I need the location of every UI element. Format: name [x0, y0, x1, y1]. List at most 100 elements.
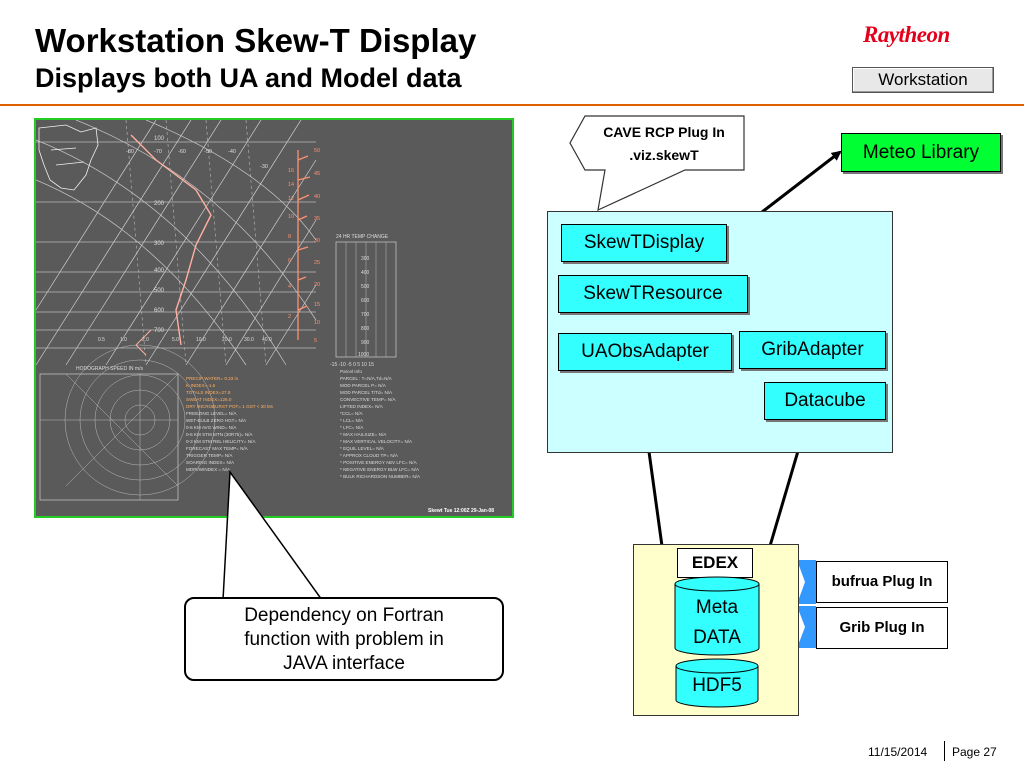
stability-params-left: PRECIP WATER= 0.33 in K-INDEX=-1.6 TOTAL…	[186, 376, 274, 472]
param-line: * MAX HAILSIZE= N/A	[340, 432, 387, 437]
km-tick: 16	[288, 168, 294, 174]
slide-title: Workstation Skew-T Display	[35, 22, 477, 59]
edex-label: EDEX	[677, 548, 753, 578]
param-line: FREEZING LEVEL= N/A	[186, 411, 237, 416]
km-tick: 10	[288, 214, 294, 220]
mixing-ratio-tick: 1.0	[120, 337, 127, 343]
param-line: SOARING INDEX= N/A	[186, 460, 235, 465]
mixing-ratio-tick: 10.0	[196, 337, 206, 343]
height-tick: 35	[314, 216, 320, 222]
workstation-badge: Workstation	[852, 67, 994, 93]
temp-tick: -80	[126, 149, 134, 155]
pressure-tick: 700	[154, 328, 165, 334]
param-line: 0-6 KM STM MTN (30R75)= N/A	[186, 432, 253, 437]
dependency-callout: Dependency on Fortran function with prob…	[184, 597, 504, 681]
pressure-tick: 300	[154, 241, 165, 247]
hdf5-label: HDF5	[692, 675, 742, 696]
meta-data-line2: DATA	[693, 627, 741, 648]
pressure-tick: 200	[154, 201, 165, 207]
temp-change-tick: 900	[361, 340, 370, 346]
bufrua-plugin-box: bufrua Plug In	[816, 561, 948, 603]
param-line: DRY MICROBURST POT= 1 GST < 30 kts	[186, 404, 274, 409]
temp-tick: -50	[204, 149, 212, 155]
param-line: TOTALS INDEX=27.8	[186, 390, 231, 395]
height-tick: 10	[314, 320, 320, 326]
height-tick: 45	[314, 171, 320, 177]
km-tick: 8	[288, 234, 291, 240]
param-line: SWEAT INDEX=126.0	[186, 397, 232, 402]
dependency-line3: JAVA interface	[283, 653, 405, 674]
param-line: * LCL= N/A	[340, 418, 364, 423]
dependency-line1: Dependency on Fortran	[244, 605, 444, 626]
height-tick: 15	[314, 302, 320, 308]
footer-page: Page 27	[952, 745, 997, 759]
height-tick: 30	[314, 238, 320, 244]
height-tick: 20	[314, 282, 320, 288]
km-labels: 16 14 12 10 8 6 4 2	[288, 168, 294, 320]
param-line: MDPI/WINDEX = N/A	[186, 467, 231, 472]
grib-plugin-box: Grib Plug In	[816, 607, 948, 649]
cave-callout-line1: CAVE RCP Plug In	[603, 124, 725, 140]
param-line: PARCEL : T=N/A,Td=N/A	[340, 376, 393, 381]
edex-data-stores	[674, 576, 760, 708]
meta-data-line1: Meta	[695, 597, 739, 618]
skewt-display-box: SkewTDisplay	[561, 224, 727, 262]
param-line: CONVECTIVE TEMP= N/A	[340, 397, 396, 402]
pressure-labels: 100 200 300 400 500 600 700	[154, 136, 165, 334]
wind-barbs	[297, 150, 311, 340]
temp-tick: -70	[154, 149, 162, 155]
grib-plugin-arrow	[797, 606, 816, 648]
cave-callout-shape	[569, 115, 745, 212]
temp-change-tick: 800	[361, 326, 370, 332]
temp-change-tick: 500	[361, 284, 370, 290]
param-line: PRECIP WATER= 0.33 in	[186, 376, 239, 381]
km-tick: 14	[288, 182, 294, 188]
param-line: * NEGATIVE ENERGY BLW LFC= N/A	[340, 467, 420, 472]
param-line: * POSITIVE ENERGY ABV LFC= N/A	[340, 460, 418, 465]
mixing-ratio-tick: 5.0	[172, 337, 179, 343]
hodograph-title: HODOGRAPH SPEED IN m/s	[76, 366, 143, 372]
height-tick: 5	[314, 338, 317, 344]
pressure-tick: 100	[154, 136, 165, 142]
pressure-tick: 500	[154, 288, 165, 294]
skewt-chart: 100 200 300 400 500 600 700 -80 -70 -60 …	[36, 120, 494, 514]
param-line: * APPROX CLOUD TP= N/A	[340, 453, 399, 458]
km-tick: 12	[288, 196, 294, 202]
km-tick: 2	[288, 314, 291, 320]
grib-adapter-box: GribAdapter	[739, 331, 886, 369]
temp-tick: -60	[178, 149, 186, 155]
skewt-adiabats	[36, 120, 317, 366]
mixing-ratio-tick: 40.0	[262, 337, 272, 343]
temp-tick: -30	[260, 164, 268, 170]
temperature-profile	[130, 134, 212, 346]
temp-change-tick: 400	[361, 270, 370, 276]
temp-change-x-ticks: -15 -10 -5 0 5 10 15	[330, 362, 374, 368]
height-labels: 50 45 40 35 30 25 20 15 10 5	[314, 148, 320, 344]
pressure-tick: 400	[154, 268, 165, 274]
skewt-timestamp: Skewt Tue 12:00Z 29-Jan-08	[428, 508, 494, 514]
mixing-ratio-tick: 20.0	[222, 337, 232, 343]
skewt-isobars	[36, 141, 316, 349]
skewt-isotherms	[36, 120, 317, 366]
temp-change-tick: 1000	[358, 352, 369, 358]
param-line: 0-3 KM STM REL HELICITY= N/A	[186, 439, 256, 444]
mixing-ratio-labels: 0.5 1.0 2.0 5.0 10.0 20.0 30.0 40.0	[98, 337, 272, 343]
skewt-screenshot: 100 200 300 400 500 600 700 -80 -70 -60 …	[34, 118, 514, 518]
km-tick: 6	[288, 258, 291, 264]
param-line: 0-6 KM AVG WIND= N/A	[186, 425, 237, 430]
temp-change-plot: 24 HR TEMP CHANGE 300 400 500 600 700 80…	[330, 234, 397, 368]
skewt-resource-box: SkewTResource	[558, 275, 748, 313]
footer-date: 11/15/2014	[868, 745, 928, 759]
temp-change-tick: 300	[361, 256, 370, 262]
raytheon-logo: Raytheon	[863, 22, 950, 47]
param-line: TRIGGER TEMP= N/A	[186, 453, 233, 458]
temp-labels: -80 -70 -60 -50 -40 -30	[126, 149, 268, 170]
uaobs-adapter-box: UAObsAdapter	[558, 333, 732, 371]
height-tick: 50	[314, 148, 320, 154]
temp-change-tick: 600	[361, 298, 370, 304]
temp-change-title: 24 HR TEMP CHANGE	[336, 234, 389, 240]
param-line: MOD PARCEL T/Td= N/A	[340, 390, 393, 395]
meta-data-cylinder	[674, 576, 760, 656]
height-tick: 40	[314, 194, 320, 200]
param-line: *CCL= N/A	[340, 411, 364, 416]
